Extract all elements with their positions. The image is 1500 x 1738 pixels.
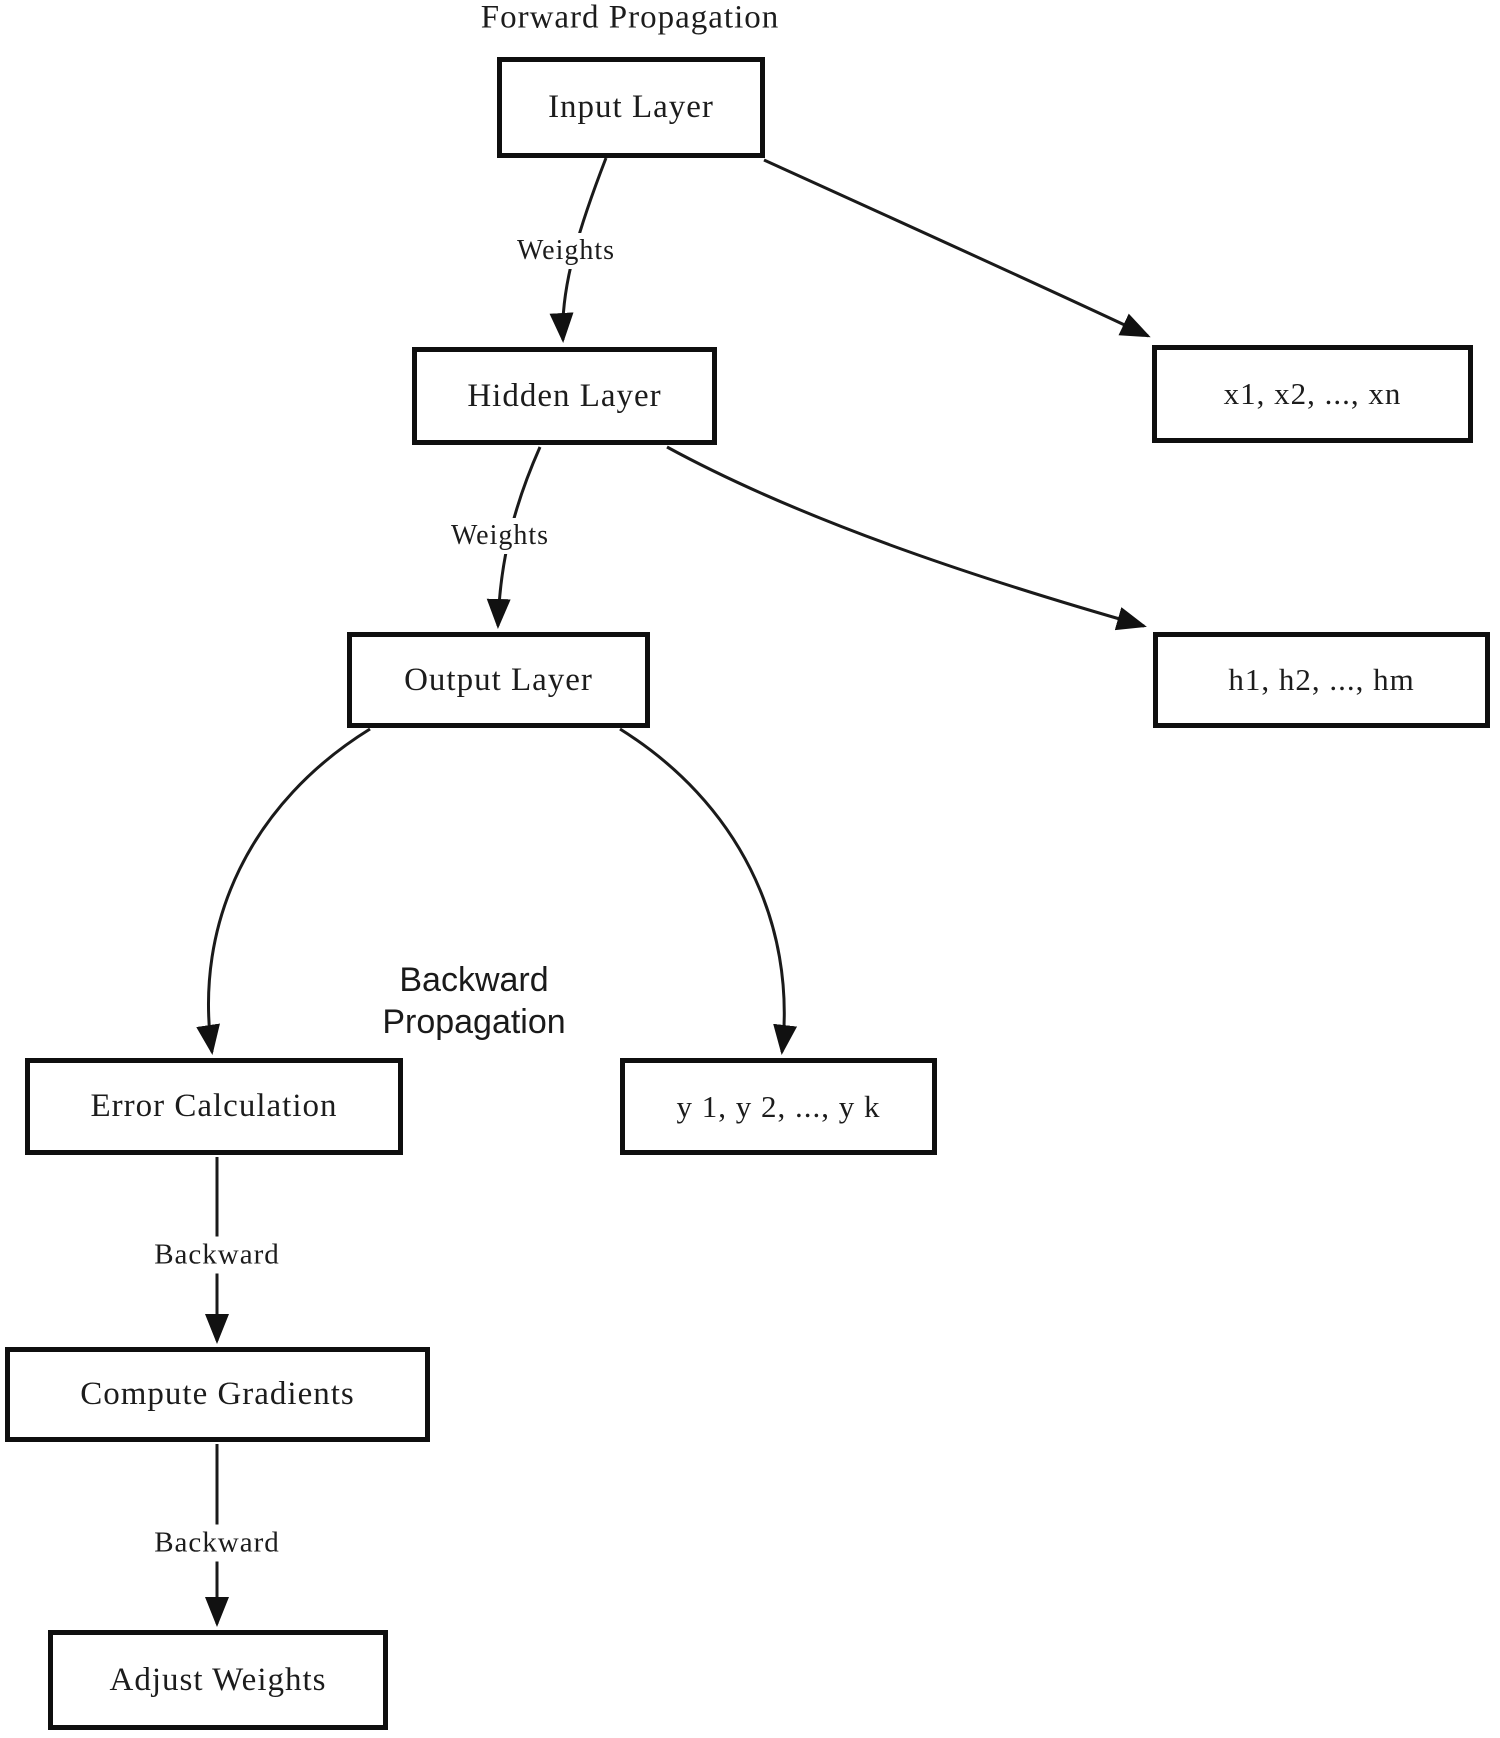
forward-propagation-title: Forward Propagation: [480, 0, 780, 36]
node-hidden-values: h1, h2, ..., hm: [1153, 632, 1490, 728]
edge-hidden-to-hidden-values: [666, 445, 1147, 631]
node-output-layer-label: Output Layer: [404, 661, 593, 698]
edge-input-to-input-values: [763, 158, 1151, 338]
node-adjust-weights: Adjust Weights: [48, 1630, 388, 1730]
edge-label-weights-input-hidden: Weights: [508, 233, 624, 269]
node-compute-gradients: Compute Gradients: [5, 1347, 430, 1442]
backward-propagation-label-line2: Propagation: [382, 1003, 566, 1041]
node-hidden-values-label: h1, h2, ..., hm: [1228, 662, 1415, 697]
node-input-values-label: x1, x2, ..., xn: [1223, 376, 1402, 411]
node-output-values: y 1, y 2, ..., y k: [620, 1058, 937, 1155]
node-error-calculation-label: Error Calculation: [90, 1088, 338, 1124]
backward-propagation-label-line1: Backward: [399, 961, 549, 999]
node-adjust-weights-label: Adjust Weights: [109, 1661, 327, 1698]
edge-label-weights-hidden-output: Weights: [442, 518, 558, 554]
node-input-layer: Input Layer: [497, 57, 765, 158]
node-hidden-layer: Hidden Layer: [412, 347, 717, 445]
edge-label-backward-error-gradients: Backward: [146, 1236, 288, 1274]
node-error-calculation: Error Calculation: [25, 1058, 403, 1155]
node-input-layer-label: Input Layer: [548, 89, 714, 125]
edge-output-to-output-values: [619, 727, 798, 1055]
backward-propagation-label: Backward Propagation: [382, 959, 565, 1043]
node-output-values-label: y 1, y 2, ..., y k: [676, 1088, 881, 1124]
node-compute-gradients-label: Compute Gradients: [80, 1376, 355, 1412]
edge-label-backward-gradients-adjust: Backward: [146, 1524, 288, 1562]
node-input-values: x1, x2, ..., xn: [1152, 345, 1473, 443]
node-hidden-layer-label: Hidden Layer: [467, 377, 662, 414]
edge-output-to-error-calculation: [196, 727, 371, 1055]
node-output-layer: Output Layer: [347, 632, 650, 728]
